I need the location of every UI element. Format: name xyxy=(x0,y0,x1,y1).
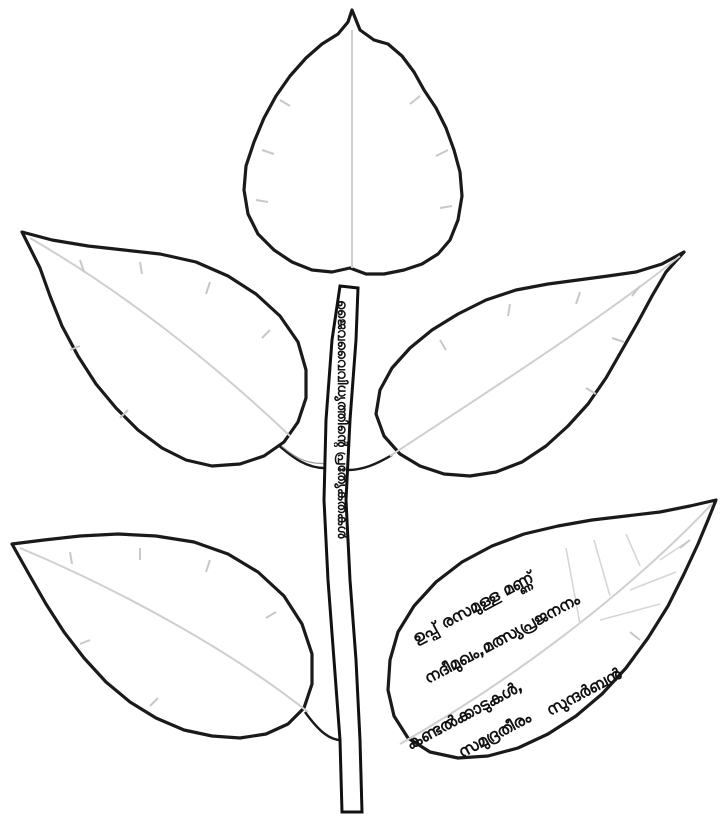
stem: ജൈവവൈവിധ്യത്തിന്റെ പ്രത്യേകതകൾ xyxy=(324,286,362,812)
stem-label: ജൈവവൈവിധ്യത്തിന്റെ പ്രത്യേകതകൾ xyxy=(334,300,350,539)
leaf-upper-left xyxy=(22,232,306,466)
leaf-upper-right xyxy=(376,252,684,476)
stalk-right-upper xyxy=(348,455,392,470)
leaf-top xyxy=(244,10,462,274)
leaf-lower-left xyxy=(12,534,312,738)
leaf-upper-left-outline xyxy=(22,232,306,466)
